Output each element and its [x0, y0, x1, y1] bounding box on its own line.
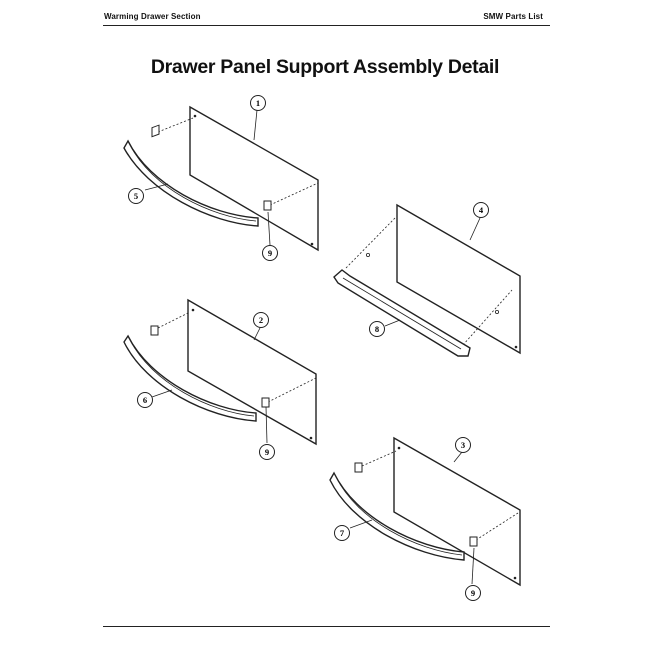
callout-9-c: 9	[465, 585, 481, 601]
handle-5	[123, 139, 259, 227]
leader-line	[469, 217, 481, 241]
callout-5: 5	[128, 188, 144, 204]
leader-dashed	[361, 450, 397, 467]
leader-dashed	[345, 217, 396, 269]
leader-dashed	[475, 512, 519, 541]
callout-1: 1	[250, 95, 266, 111]
leader-dashed	[157, 117, 194, 133]
svg-text:5: 5	[134, 191, 138, 201]
svg-text:9: 9	[265, 447, 269, 457]
svg-text:9: 9	[268, 248, 272, 258]
leader-dashed	[157, 311, 191, 329]
leader-line	[453, 451, 463, 463]
panel-1	[189, 105, 319, 252]
handle-6	[123, 334, 257, 422]
leader-line	[384, 319, 401, 327]
leader-line	[471, 547, 475, 585]
callout-8: 8	[369, 321, 385, 337]
leader-dashed	[462, 289, 513, 346]
leader-dashed	[269, 182, 319, 206]
svg-text:2: 2	[259, 315, 263, 325]
callout-4: 4	[473, 202, 489, 218]
bracket-9	[150, 325, 159, 336]
svg-text:6: 6	[143, 395, 147, 405]
section-header: Warming Drawer Section	[104, 12, 201, 21]
handle-7	[329, 471, 465, 561]
footer-rule	[103, 626, 550, 627]
svg-text:7: 7	[340, 528, 345, 538]
panel-hole	[193, 114, 197, 118]
panel-3	[393, 436, 521, 587]
parts-list-header: SMW Parts List	[483, 12, 543, 21]
svg-text:8: 8	[375, 324, 379, 334]
callout-3: 3	[455, 437, 471, 453]
callout-2: 2	[253, 312, 269, 328]
panel-hole	[191, 308, 195, 312]
leader-line	[144, 183, 169, 191]
panel-hole	[513, 576, 517, 580]
leader-line	[267, 211, 271, 246]
bracket-9	[263, 200, 272, 211]
bracket-9	[469, 536, 478, 547]
leader-line	[151, 389, 173, 398]
callout-9-b: 9	[259, 444, 275, 460]
callout-9-a: 9	[262, 245, 278, 261]
leader-line	[253, 327, 261, 341]
rod-8	[333, 269, 471, 357]
panel-4	[396, 203, 521, 355]
panel-hole	[309, 436, 313, 440]
panel-hole	[514, 345, 518, 349]
svg-text:4: 4	[479, 205, 484, 215]
svg-text:9: 9	[471, 588, 475, 598]
header-rule	[103, 25, 550, 26]
assembly-a	[123, 105, 319, 252]
leader-dashed	[267, 377, 317, 403]
bracket-9	[354, 462, 363, 473]
svg-text:1: 1	[256, 98, 260, 108]
assembly-d	[329, 436, 521, 587]
svg-text:3: 3	[461, 440, 465, 450]
callout-7: 7	[334, 525, 350, 541]
page-title: Drawer Panel Support Assembly Detail	[150, 56, 500, 78]
panel-hole	[397, 446, 401, 450]
assembly-b	[333, 203, 521, 357]
panel-hole	[310, 242, 314, 246]
callouts: 1 5 9 4 8 2 6	[128, 95, 489, 601]
leader-line	[265, 406, 268, 444]
callout-6: 6	[137, 392, 153, 408]
leader-line	[349, 519, 373, 529]
bracket-9	[151, 124, 160, 138]
assembly-c	[123, 298, 317, 446]
panel-2	[187, 298, 317, 446]
bracket-9	[261, 397, 270, 408]
leader-line	[253, 109, 258, 141]
